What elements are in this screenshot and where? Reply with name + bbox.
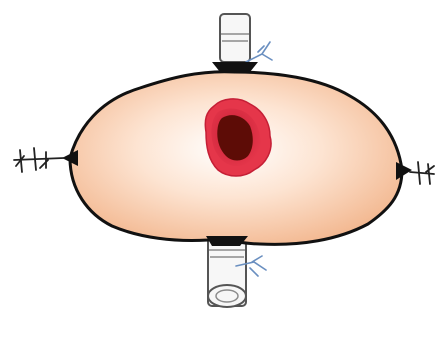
right-suture-icon [410,162,434,184]
top-port-tube-icon [220,14,272,62]
left-suture-icon [14,148,64,172]
